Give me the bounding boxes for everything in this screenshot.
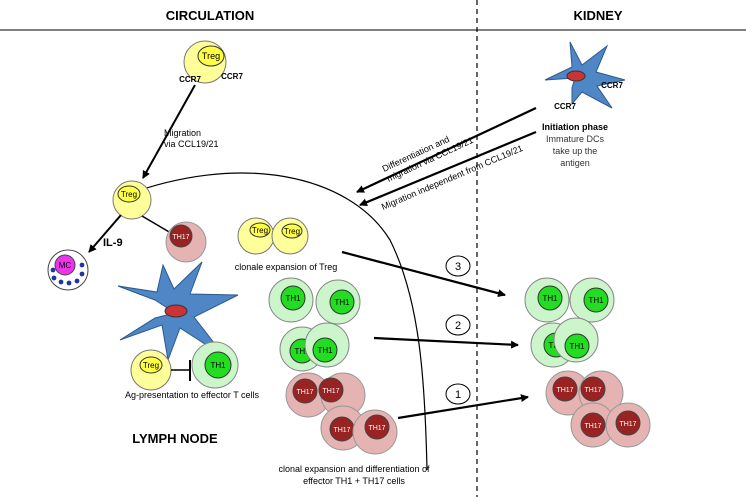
- treg-pair: Treg Treg: [237, 217, 309, 255]
- migration-label: Migration: [164, 128, 201, 138]
- clonal-treg-label: clonale expansion of Treg: [235, 262, 338, 272]
- th1-cell: TH1: [191, 341, 239, 389]
- ccr7-label: CCR7: [179, 75, 201, 84]
- th17-label: TH17: [296, 389, 313, 396]
- th1-label: TH1: [210, 361, 226, 370]
- initiation-phase-title: Initiation phase: [542, 122, 608, 132]
- ccr7-label: CCR7: [601, 81, 623, 90]
- clonal-th-label: clonal expansion and differentiation of: [279, 464, 430, 474]
- treg-migration-arrow: [341, 250, 506, 298]
- th17-label: TH17: [333, 427, 350, 434]
- th17-label: TH17: [368, 425, 385, 432]
- treg-label: Treg: [143, 361, 159, 370]
- th17-label: TH17: [322, 388, 339, 395]
- th1-label: TH1: [334, 298, 350, 307]
- th17-label: TH17: [556, 387, 573, 394]
- ccr7-label: CCR7: [554, 102, 576, 111]
- migration-arrow: [142, 84, 196, 179]
- circulating-treg-cell: Treg: [183, 40, 227, 84]
- th1-migration-arrow: [373, 336, 519, 349]
- th17-label: TH17: [619, 421, 636, 428]
- migration-label: via CCL19/21: [164, 139, 219, 149]
- treg-cell-ag-presentation: Treg: [130, 349, 172, 391]
- th17-migration-arrow: [397, 394, 529, 420]
- lymph-node-treg-cell: Treg: [112, 180, 152, 220]
- step-2-marker: 2: [445, 314, 471, 336]
- lymph-node-boundary: [117, 172, 428, 471]
- th1-cluster-lymph-node: TH1 TH1 TH1 TH1: [268, 277, 361, 372]
- dc-migration-arrow-ccl: [356, 107, 537, 193]
- treg-label: Treg: [202, 51, 220, 61]
- il9-label: IL-9: [103, 237, 123, 249]
- svg-text:2: 2: [455, 320, 461, 332]
- treg-label: Treg: [284, 227, 300, 236]
- svg-text:1: 1: [455, 389, 461, 401]
- mc-label: MC: [59, 261, 72, 270]
- dendritic-cell-lymph-node: [117, 261, 239, 362]
- initiation-phase-text: take up the: [553, 146, 598, 156]
- dc-migration-arrow-independent: [359, 130, 537, 207]
- step-3-marker: 3: [445, 255, 471, 277]
- dendritic-cell-kidney: [544, 41, 626, 109]
- ccr7-label: CCR7: [221, 72, 243, 81]
- svg-text:3: 3: [455, 261, 461, 273]
- initiation-phase-text: Immature DCs: [546, 134, 605, 144]
- th1-label: TH1: [285, 294, 301, 303]
- kidney-header: KIDNEY: [573, 8, 622, 23]
- lymph-node-header: LYMPH NODE: [132, 431, 218, 446]
- initiation-phase-text: antigen: [560, 158, 590, 168]
- th1-label: TH1: [294, 347, 310, 356]
- step-1-marker: 1: [445, 383, 471, 405]
- th1-label: TH1: [542, 294, 558, 303]
- th1-cluster-kidney: TH1 TH1 TH1 TH1: [524, 277, 615, 368]
- th17-cell: TH17: [165, 221, 207, 263]
- th17-label: TH17: [172, 234, 189, 241]
- th1-label: TH1: [569, 342, 585, 351]
- treg-label: Treg: [121, 190, 137, 199]
- ag-presentation-label: Ag-presentation to effector T cells: [125, 390, 260, 400]
- clonal-th-label: effector TH1 + TH17 cells: [303, 476, 405, 486]
- circulation-header: CIRCULATION: [166, 8, 255, 23]
- th17-label: TH17: [584, 387, 601, 394]
- th17-cluster-kidney: TH17 TH17 TH17 TH17: [545, 370, 651, 448]
- mast-cell: MC: [47, 249, 89, 291]
- th17-cluster-lymph-node: TH17 TH17 TH17 TH17: [285, 372, 398, 455]
- th1-label: TH1: [588, 296, 604, 305]
- il9-arrow: [88, 214, 122, 253]
- th1-label: TH1: [317, 346, 333, 355]
- th17-label: TH17: [584, 423, 601, 430]
- treg-label: Treg: [252, 226, 268, 235]
